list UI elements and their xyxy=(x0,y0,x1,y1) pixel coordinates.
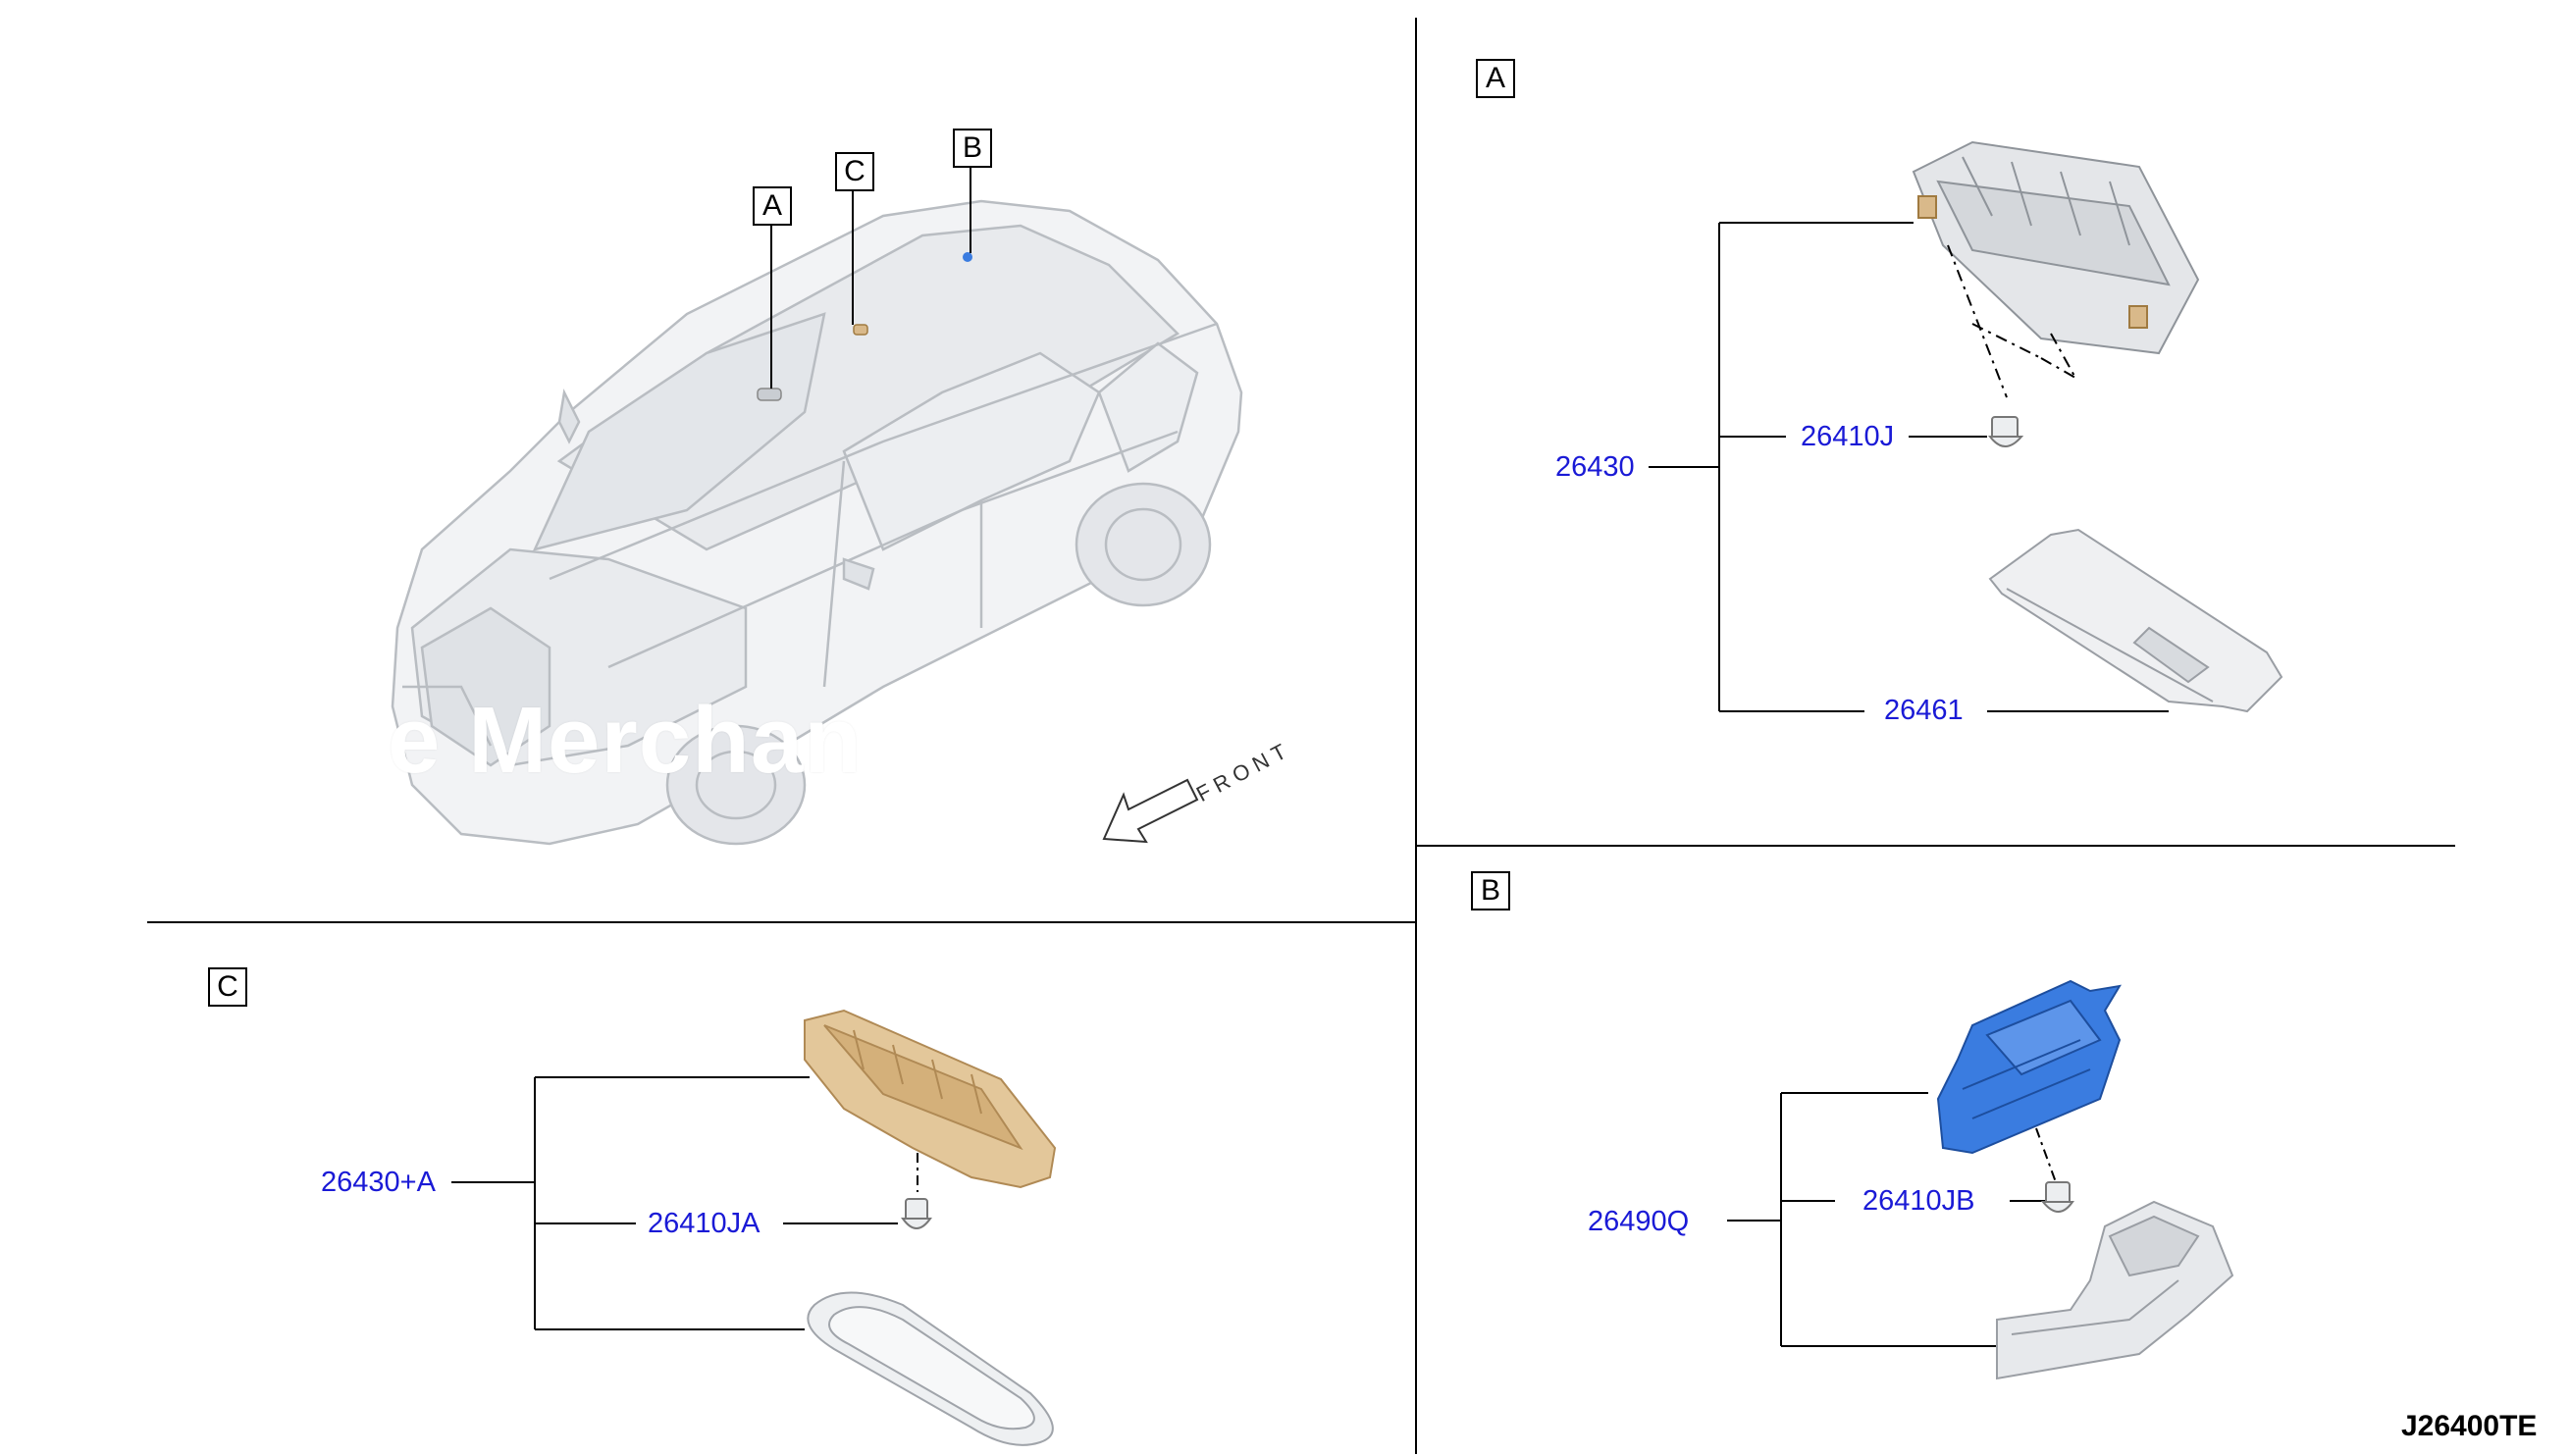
lamp-marker-c xyxy=(853,324,868,336)
panel-b-bulb-icon xyxy=(2040,1181,2074,1213)
panel-b-bracket xyxy=(1996,1200,2234,1380)
part-number-26490q[interactable]: 26490Q xyxy=(1588,1206,1690,1237)
lamp-marker-b xyxy=(963,252,972,262)
part-number-26430[interactable]: 26430 xyxy=(1555,451,1635,483)
part-number-26410jb[interactable]: 26410JB xyxy=(1862,1185,1975,1217)
overview-marker-c: C xyxy=(835,152,874,191)
panel-a-letter: A xyxy=(1476,59,1515,98)
panel-c-letter: C xyxy=(208,967,247,1007)
panel-c-lamp-housing xyxy=(804,1009,1057,1189)
panel-a-bulb-icon xyxy=(1987,416,2024,447)
panel-c-lens xyxy=(807,1291,1054,1446)
front-arrow-icon xyxy=(1102,778,1199,844)
panel-c-leaders xyxy=(451,1076,898,1330)
overview-marker-a: A xyxy=(753,186,792,226)
part-number-26410ja[interactable]: 26410JA xyxy=(648,1208,761,1239)
panel-b-letter: B xyxy=(1471,871,1510,910)
lamp-marker-a xyxy=(757,388,782,401)
panel-a-lamp-housing xyxy=(1912,140,2200,355)
part-number-26410j[interactable]: 26410J xyxy=(1801,421,1895,452)
panel-a-lens xyxy=(1988,528,2283,713)
panel-a-leaders xyxy=(1649,222,2169,712)
panel-dividers xyxy=(147,18,2455,1454)
overview-marker-b: B xyxy=(953,129,992,168)
part-number-26430-a[interactable]: 26430+A xyxy=(321,1167,436,1198)
diagram-code: J26400TE xyxy=(2401,1410,2538,1442)
vehicle-illustration xyxy=(391,199,1243,846)
part-number-26461[interactable]: 26461 xyxy=(1884,695,1964,726)
panel-c-bulb-icon xyxy=(901,1198,932,1229)
watermark-text: e Merchan xyxy=(388,688,863,793)
panel-b-lamp-housing xyxy=(1936,979,2122,1155)
